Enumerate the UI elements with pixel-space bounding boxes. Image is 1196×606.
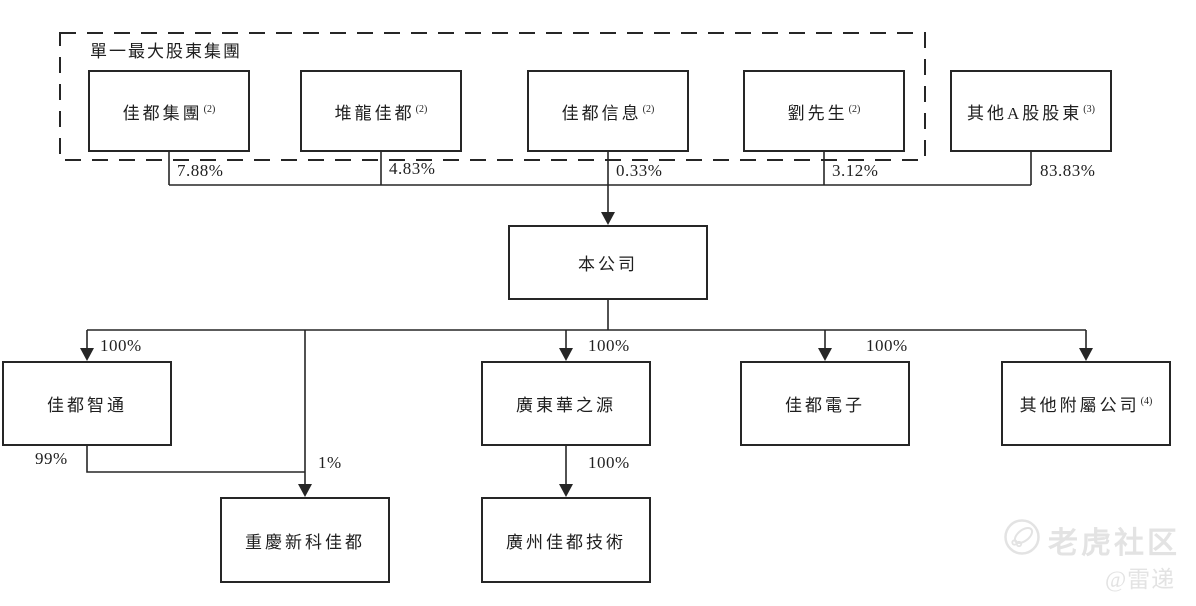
node-chongqing-xinke-jiadu: 重慶新科佳都: [220, 497, 390, 583]
node-jiadu-electronics: 佳都電子: [740, 361, 910, 446]
stake-label-99-percent: 99%: [35, 449, 68, 468]
node-other-subsidiaries: 其他附屬公司(4): [1001, 361, 1171, 446]
watermark-author: @雷递: [1105, 567, 1176, 592]
node-jiadu-info: 佳都信息(2): [527, 70, 689, 152]
dashed-group-border: [59, 32, 926, 161]
node-other-a-share-shareholders: 其他A股股東(3): [950, 70, 1112, 152]
stake-label-mr-liu: 3.12%: [832, 161, 879, 180]
node-company: 本公司: [508, 225, 708, 300]
stake-label-duilong-jiadu: 4.83%: [389, 159, 436, 178]
arrowheads: [80, 212, 1093, 497]
stake-label-jiadu-zhitong: 100%: [100, 336, 142, 355]
node-mr-liu: 劉先生(2): [743, 70, 905, 152]
node-jiadu-group: 佳都集團(2): [88, 70, 250, 152]
node-guangzhou-jiadu-tech: 廣州佳都技術: [481, 497, 651, 583]
stake-label-other-a-shareholders: 83.83%: [1040, 161, 1096, 180]
stake-label-jiadu-info: 0.33%: [616, 161, 663, 180]
stake-label-guangzhou-jiadu-tech: 100%: [588, 453, 630, 472]
tiger-logo-icon: [1002, 517, 1042, 562]
node-duilong-jiadu: 堆龍佳都(2): [300, 70, 462, 152]
node-jiadu-zhitong: 佳都智通: [2, 361, 172, 446]
node-guangdong-huazhiyuan: 廣東華之源: [481, 361, 651, 446]
stake-label-jiadu-electronics: 100%: [866, 336, 908, 355]
single-largest-shareholder-group-label: 單一最大股東集團: [90, 42, 242, 61]
stake-label-1-percent: 1%: [318, 453, 342, 472]
stake-label-guangdong-huazhiyuan: 100%: [588, 336, 630, 355]
watermark-brand: 老虎社区: [1048, 527, 1180, 560]
stake-label-jiadu-group: 7.88%: [177, 161, 224, 180]
